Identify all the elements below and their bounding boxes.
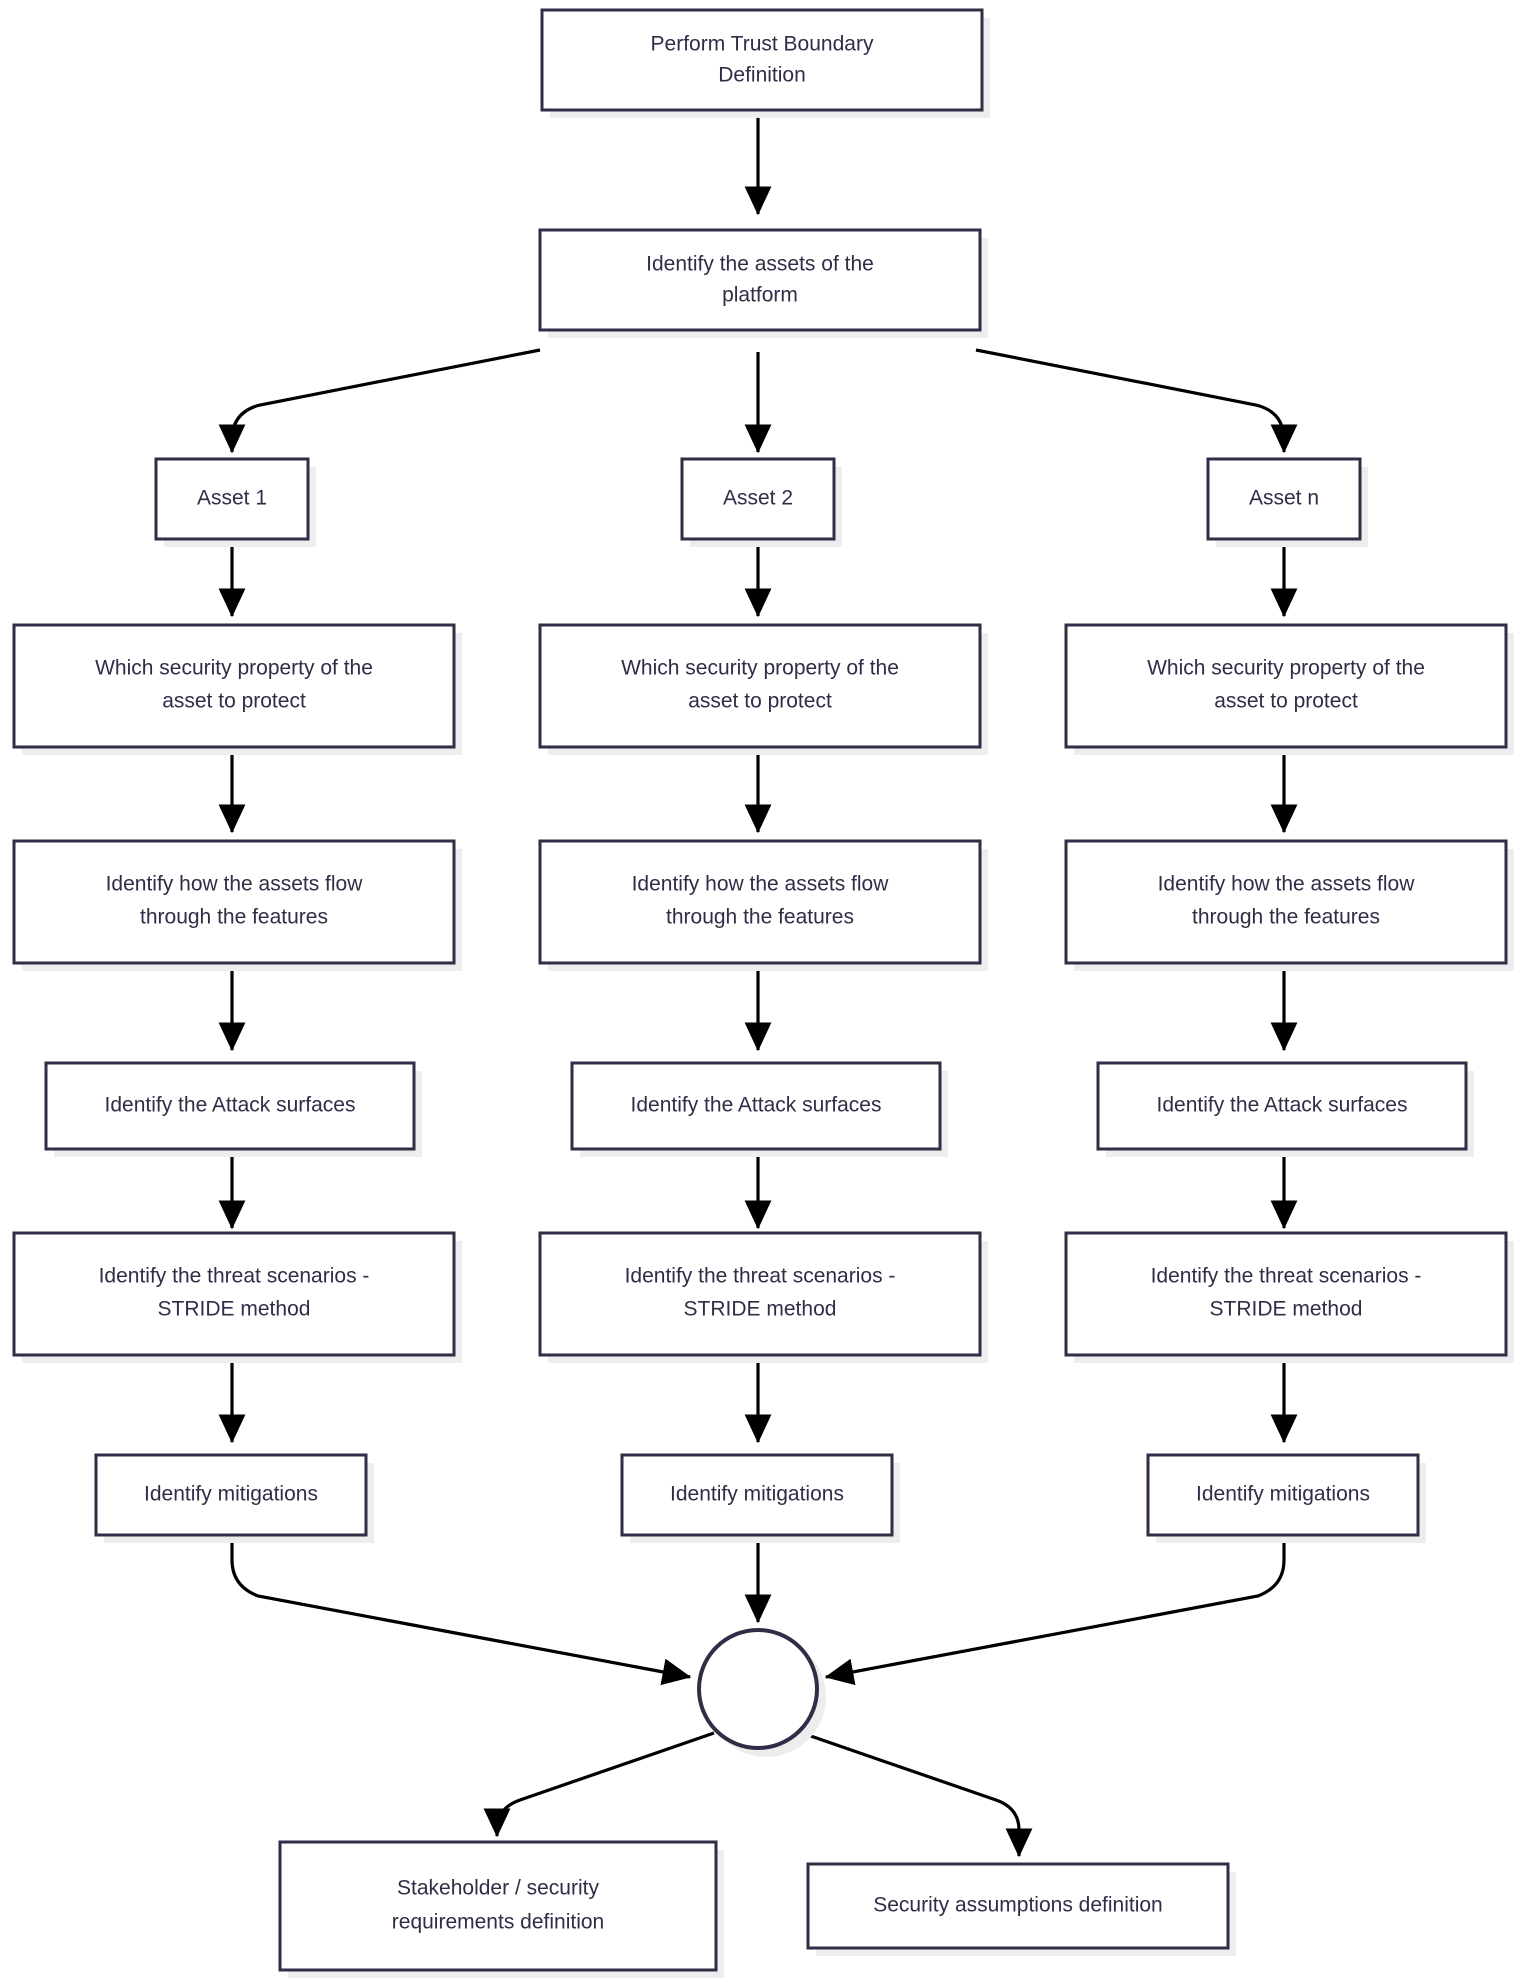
edge-identify-assets-to-asset1 (218, 348, 541, 454)
node-threat-scenarios-2[interactable]: Identify the threat scenarios - STRIDE m… (538, 1231, 988, 1363)
node-security-property-1-label-line2: asset to protect (162, 690, 306, 713)
node-security-property-2[interactable]: Which security property of the asset to … (538, 623, 988, 755)
node-assets-flow-3-label-line2: through the features (1192, 906, 1380, 929)
node-threat-scenarios-1-box (12, 1231, 456, 1357)
node-attack-surfaces-2-box (570, 1061, 942, 1151)
node-security-property-3-label-line2: asset to protect (1214, 690, 1358, 713)
node-threat-scenarios-2-label-line2: STRIDE method (684, 1298, 837, 1321)
node-attack-surfaces-3[interactable]: Identify the Attack surfaces (1096, 1061, 1474, 1157)
node-security-property-2-box (538, 623, 982, 749)
node-junction[interactable] (697, 1628, 826, 1757)
node-asset2-box (680, 457, 836, 541)
node-assets-flow-3[interactable]: Identify how the assets flow through the… (1064, 839, 1514, 971)
node-attack-surfaces-2[interactable]: Identify the Attack surfaces (570, 1061, 948, 1157)
node-mitigations-3-box (1146, 1453, 1420, 1537)
node-start-label-line2: Definition (718, 64, 806, 87)
node-identify-assets-label-line2: platform (722, 284, 798, 307)
node-mitigations-3-label: Identify mitigations (1196, 1483, 1370, 1506)
node-asset1-label: Asset 1 (197, 487, 267, 510)
node-mitigations-2-label: Identify mitigations (670, 1483, 844, 1506)
node-mitigations-1[interactable]: Identify mitigations (94, 1453, 374, 1543)
node-attack-surfaces-1-box (44, 1061, 416, 1151)
node-assets-flow-1-label-line2: through the features (140, 906, 328, 929)
node-security-property-1-box (12, 623, 456, 749)
node-threat-scenarios-1-label-line1: Identify the threat scenarios - (99, 1265, 370, 1288)
node-security-assumptions-box (806, 1862, 1230, 1950)
node-asset1[interactable]: Asset 1 (154, 457, 316, 547)
node-mitigations-1-label: Identify mitigations (144, 1483, 318, 1506)
node-mitigations-1-box (94, 1453, 368, 1537)
node-identify-assets[interactable]: Identify the assets of the platform (538, 228, 988, 338)
node-asset1-box (154, 457, 310, 541)
node-mitigations-2-box (620, 1453, 894, 1537)
node-start-label-line1: Perform Trust Boundary (651, 33, 874, 56)
edge-identify-assets-to-assetn (975, 348, 1298, 454)
node-assets-flow-2[interactable]: Identify how the assets flow through the… (538, 839, 988, 971)
node-threat-scenarios-3[interactable]: Identify the threat scenarios - STRIDE m… (1064, 1231, 1514, 1363)
node-assets-flow-1-label-line1: Identify how the assets flow (106, 873, 364, 896)
edge-layer (218, 110, 1298, 1858)
node-layer: Perform Trust Boundary Definition Identi… (12, 8, 1514, 1978)
node-assets-flow-2-label-line1: Identify how the assets flow (632, 873, 890, 896)
node-mitigations-3[interactable]: Identify mitigations (1146, 1453, 1426, 1543)
node-attack-surfaces-1-label: Identify the Attack surfaces (105, 1094, 356, 1117)
node-assets-flow-2-box (538, 839, 982, 965)
node-assets-flow-1[interactable]: Identify how the assets flow through the… (12, 839, 462, 971)
node-security-property-3-label-line1: Which security property of the (1147, 657, 1425, 680)
node-threat-scenarios-2-box (538, 1231, 982, 1357)
node-assets-flow-3-label-line1: Identify how the assets flow (1158, 873, 1416, 896)
node-stakeholder-requirements-box (278, 1840, 718, 1972)
edge-mitigations-3-to-junction (824, 1528, 1286, 1686)
node-attack-surfaces-1[interactable]: Identify the Attack surfaces (44, 1061, 422, 1157)
node-asset2-label: Asset 2 (723, 487, 793, 510)
node-stakeholder-requirements-label-line1: Stakeholder / security (397, 1877, 599, 1900)
node-assetn-label: Asset n (1249, 487, 1319, 510)
edge-junction-to-security-assumptions (801, 1731, 1033, 1858)
node-threat-scenarios-3-box (1064, 1231, 1508, 1357)
edge-mitigations-1-to-junction (230, 1528, 692, 1686)
node-start-box (540, 8, 984, 112)
node-threat-scenarios-1[interactable]: Identify the threat scenarios - STRIDE m… (12, 1231, 462, 1363)
node-security-property-1-label-line1: Which security property of the (95, 657, 373, 680)
node-security-property-1[interactable]: Which security property of the asset to … (12, 623, 462, 755)
node-threat-scenarios-2-label-line1: Identify the threat scenarios - (625, 1265, 896, 1288)
node-attack-surfaces-2-label: Identify the Attack surfaces (631, 1094, 882, 1117)
node-assets-flow-2-label-line2: through the features (666, 906, 854, 929)
node-security-property-3[interactable]: Which security property of the asset to … (1064, 623, 1514, 755)
node-identify-assets-box (538, 228, 982, 332)
node-security-assumptions[interactable]: Security assumptions definition (806, 1862, 1236, 1956)
node-identify-assets-label-line1: Identify the assets of the (646, 253, 874, 276)
node-threat-scenarios-3-label-line2: STRIDE method (1210, 1298, 1363, 1321)
node-start[interactable]: Perform Trust Boundary Definition (540, 8, 990, 118)
node-stakeholder-requirements[interactable]: Stakeholder / security requirements defi… (278, 1840, 724, 1978)
node-assets-flow-1-box (12, 839, 456, 965)
node-stakeholder-requirements-label-line2: requirements definition (392, 1911, 604, 1934)
node-threat-scenarios-1-label-line2: STRIDE method (158, 1298, 311, 1321)
node-security-property-2-label-line2: asset to protect (688, 690, 832, 713)
node-attack-surfaces-3-label: Identify the Attack surfaces (1157, 1094, 1408, 1117)
node-threat-scenarios-3-label-line1: Identify the threat scenarios - (1151, 1265, 1422, 1288)
node-mitigations-2[interactable]: Identify mitigations (620, 1453, 900, 1543)
node-assetn-box (1206, 457, 1362, 541)
node-attack-surfaces-3-box (1096, 1061, 1468, 1151)
node-assets-flow-3-box (1064, 839, 1508, 965)
node-security-property-2-label-line1: Which security property of the (621, 657, 899, 680)
node-security-property-3-box (1064, 623, 1508, 749)
edge-junction-to-stakeholder-requirements (483, 1731, 715, 1838)
node-asset2[interactable]: Asset 2 (680, 457, 842, 547)
node-assetn[interactable]: Asset n (1206, 457, 1368, 547)
node-security-assumptions-label: Security assumptions definition (873, 1894, 1162, 1917)
node-junction-circle (697, 1628, 819, 1750)
